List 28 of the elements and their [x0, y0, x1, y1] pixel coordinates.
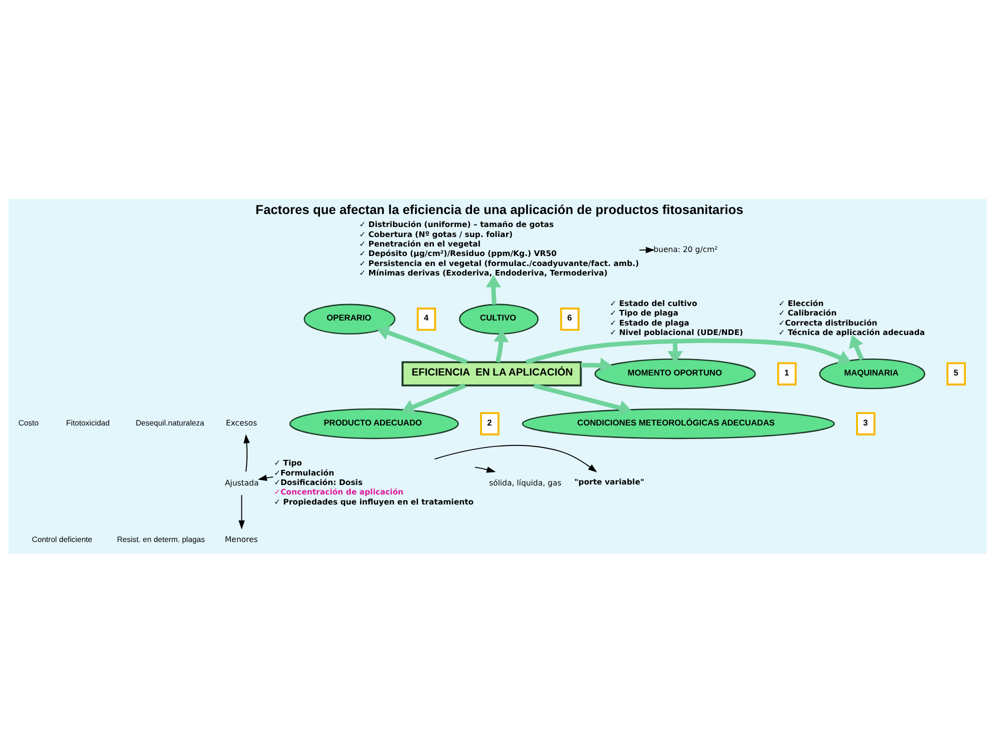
label: 6 [567, 312, 572, 323]
diagram-title: Factores que afectan la eficiencia de una aplicación de productos fitosanitarios [256, 202, 744, 217]
node-ellipse: OPERARIO [304, 304, 396, 334]
label: 4 [424, 312, 429, 323]
arrow [258, 474, 274, 482]
arrow [533, 383, 632, 416]
label: 2 [487, 417, 492, 428]
arrow [474, 466, 496, 473]
arrow [244, 434, 250, 472]
arrow [401, 383, 466, 414]
node-ellipse: PRODUCTO ADECUADO [289, 408, 459, 440]
label: 5 [954, 367, 958, 378]
arrow [494, 330, 509, 363]
arrow [580, 358, 613, 373]
arrow [376, 325, 468, 364]
arrow [238, 494, 245, 530]
node-ellipse: CULTIVO [458, 304, 539, 334]
arrow [668, 338, 683, 364]
label: 3 [863, 417, 868, 428]
arrow [434, 444, 598, 472]
node-ellipse: MAQUINARIA [819, 358, 926, 390]
arrow [848, 334, 864, 360]
label: 1 [784, 367, 790, 378]
node-ellipse: CONDICIONES METEOROLÓGICAS ADECUADAS [522, 408, 835, 440]
arrow [526, 338, 852, 365]
node-box: EFICIENCIA EN LA APLICACIÓN [402, 361, 582, 386]
arrow [638, 246, 655, 254]
arrow [486, 274, 502, 305]
